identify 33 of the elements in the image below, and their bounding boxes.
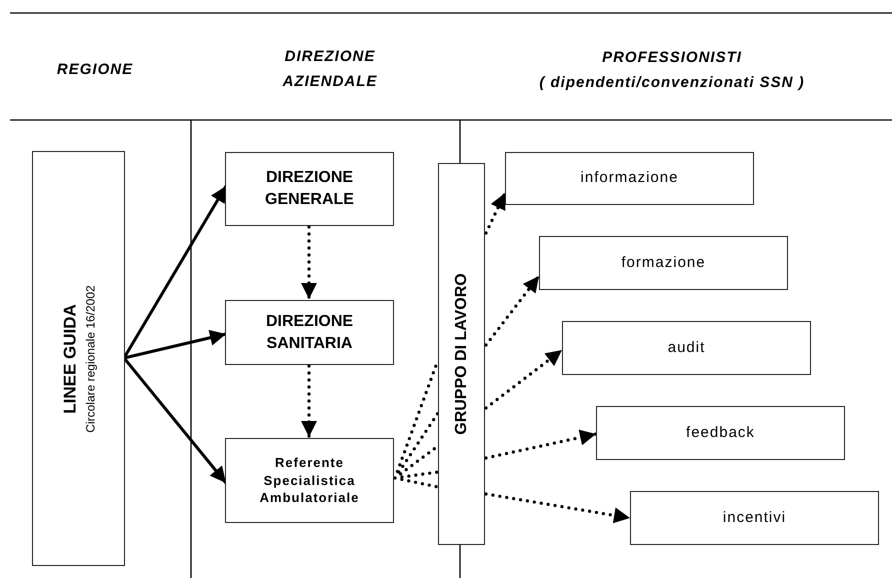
node-title: feedback: [686, 422, 755, 443]
arrow: [124, 330, 226, 360]
activity-box: [562, 321, 811, 375]
node-title: LINEE GUIDA: [58, 304, 80, 414]
column-heading: PROFESSIONISTI: [601, 48, 743, 68]
node-title: GRUPPO DI LAVORO: [452, 273, 471, 435]
node-title: informazione: [580, 168, 678, 188]
dotted-arrow: [484, 492, 632, 524]
node-title: Referente Specialistica Ambulatoriale: [258, 454, 360, 507]
column-heading: ( dipendenti/convenzionati SSN ): [538, 73, 806, 93]
column-heading: REGIONE: [56, 60, 134, 80]
node-title: DIREZIONE GENERALE: [264, 168, 355, 210]
node-title: formazione: [621, 252, 706, 273]
dotted-arrow: [484, 191, 507, 235]
node-title: incentivi: [722, 508, 786, 528]
guideline-box: [32, 151, 125, 566]
dotted-arrow: [301, 364, 317, 439]
dotted-arrow: [301, 225, 317, 301]
working-group-bar: [438, 163, 485, 545]
node-subtitle: Circolare regionale 16/2002: [82, 284, 98, 432]
dotted-arrow: [484, 274, 541, 347]
dotted-arrow: [484, 430, 598, 460]
node-title: audit: [668, 338, 706, 358]
activity-box: [505, 152, 754, 205]
process-box: [225, 300, 394, 365]
activity-box: [630, 491, 879, 545]
process-box: [225, 152, 394, 226]
node-title: DIREZIONE SANITARIA: [264, 312, 354, 354]
column-heading: DIREZIONE AZIENDALE: [282, 47, 378, 92]
activity-box: [596, 406, 845, 460]
activity-box: [539, 236, 788, 290]
dotted-arrow: [484, 348, 564, 410]
process-box: [225, 438, 394, 523]
